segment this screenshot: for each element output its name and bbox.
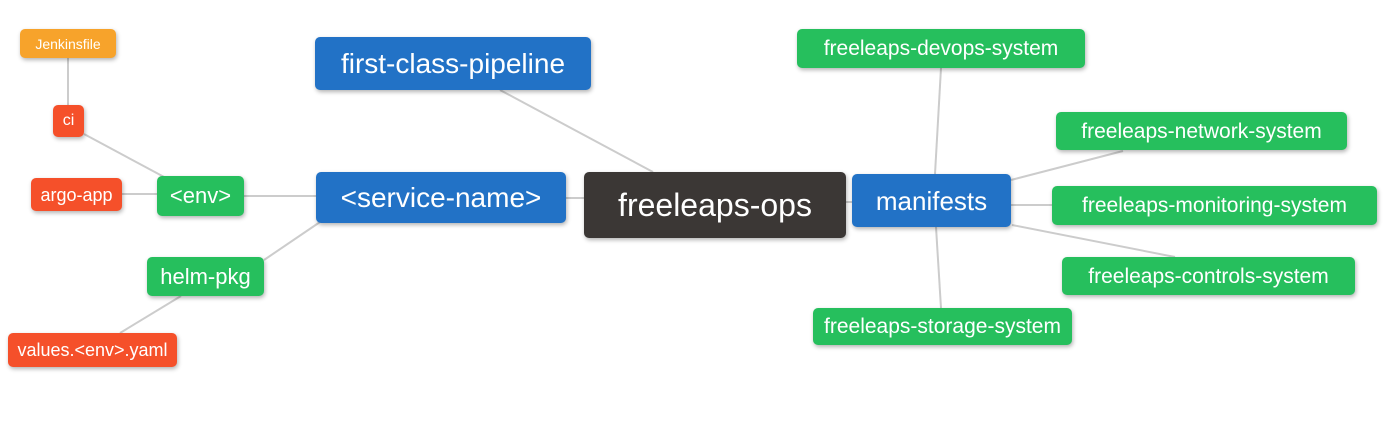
edge-manifests-to-controls-system	[1011, 224, 1176, 258]
edge-manifests-to-devops-system	[934, 67, 942, 175]
node-label: argo-app	[40, 184, 113, 205]
node-argo-app[interactable]: argo-app	[31, 178, 122, 211]
node-network-system[interactable]: freeleaps-network-system	[1056, 112, 1347, 150]
edge-helm-pkg-to-service-name	[263, 221, 321, 261]
node-label: freeleaps-network-system	[1081, 119, 1322, 143]
node-label: helm-pkg	[160, 263, 251, 289]
node-label: ci	[62, 112, 75, 129]
node-label: freeleaps-ops	[618, 187, 812, 223]
node-freeleaps-ops[interactable]: freeleaps-ops	[584, 172, 846, 238]
node-label: freeleaps-controls-system	[1088, 264, 1329, 288]
edge-first-class-pipeline-to-freeleaps-ops	[499, 89, 654, 173]
node-service-name[interactable]: <service-name>	[316, 172, 566, 223]
node-label: freeleaps-storage-system	[824, 315, 1061, 338]
node-devops-system[interactable]: freeleaps-devops-system	[797, 29, 1085, 68]
node-first-class-pipeline[interactable]: first-class-pipeline	[315, 37, 591, 90]
edge-manifests-to-network-system	[1010, 150, 1124, 181]
node-ci[interactable]: ci	[53, 105, 84, 137]
node-helm-pkg[interactable]: helm-pkg	[147, 257, 264, 296]
node-label: <env>	[169, 183, 232, 208]
node-controls-system[interactable]: freeleaps-controls-system	[1062, 257, 1355, 295]
node-env[interactable]: <env>	[157, 176, 244, 216]
node-label: <service-name>	[340, 181, 542, 213]
node-label: values.<env>.yaml	[17, 340, 168, 360]
node-jenkinsfile[interactable]: Jenkinsfile	[20, 29, 116, 58]
node-label: first-class-pipeline	[340, 47, 566, 79]
node-storage-system[interactable]: freeleaps-storage-system	[813, 308, 1072, 345]
node-monitoring-system[interactable]: freeleaps-monitoring-system	[1052, 186, 1377, 225]
node-label: freeleaps-monitoring-system	[1082, 194, 1347, 217]
edge-ci-to-env	[83, 133, 167, 179]
node-label: manifests	[875, 185, 988, 216]
node-values-env-yaml[interactable]: values.<env>.yaml	[8, 333, 177, 367]
node-label: freeleaps-devops-system	[823, 37, 1059, 60]
edge-values-env-yaml-to-helm-pkg	[119, 295, 182, 334]
node-label: Jenkinsfile	[35, 35, 101, 52]
edge-manifests-to-storage-system	[935, 226, 942, 309]
node-manifests[interactable]: manifests	[852, 174, 1011, 227]
